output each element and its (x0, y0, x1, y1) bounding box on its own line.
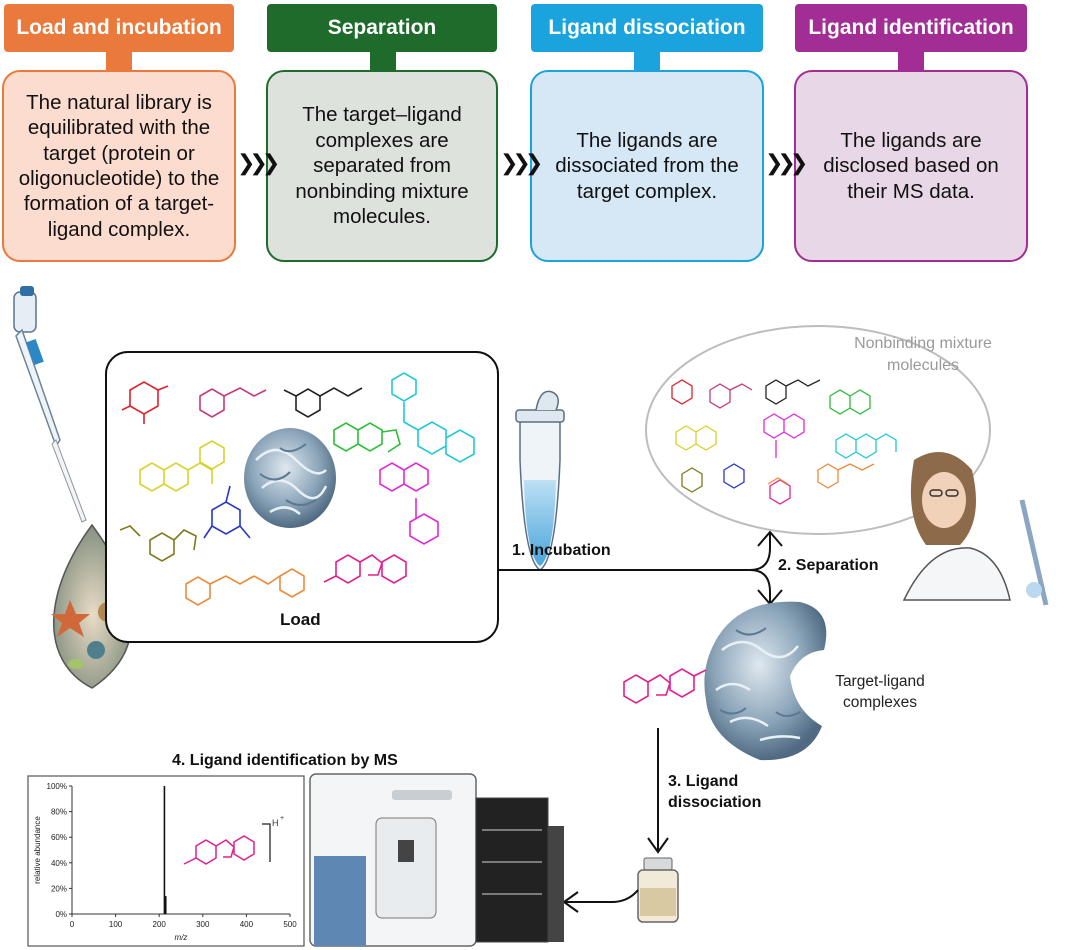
chevron-arrows-1: ❯❯❯ (237, 150, 280, 175)
scientist-icon (902, 452, 1049, 606)
stage-1-text: The natural library is equilibrated with… (18, 90, 220, 241)
separation-label: 2. Separation (778, 557, 879, 574)
complexes-line1: Target-ligand (835, 673, 925, 690)
molecule-magenta (379, 462, 439, 545)
stage-2-text: The target–ligand complexes are separate… (295, 103, 469, 229)
nonbinding-line2: molecules (886, 356, 960, 374)
spectrum-x-tick-label: 100 (109, 920, 123, 929)
spectrum-y-tick-label: 60% (51, 833, 67, 842)
stage-3-header: Ligand dissociation (531, 4, 763, 52)
complexes-label: Target-ligand complexes (820, 672, 940, 714)
ms-title: 4. Ligand identification by MS (172, 752, 398, 769)
stage-1-header: Load and incubation (4, 4, 234, 52)
molecule-olive (119, 525, 197, 562)
molecule-cyan (391, 372, 475, 463)
starfish-icon (51, 600, 90, 637)
stage-3-title: Ligand dissociation (548, 16, 746, 39)
molecule-green (333, 422, 401, 453)
molecule-orange (185, 568, 305, 606)
spectrum-ion-charge: + (280, 815, 284, 822)
spectrum-x-tick-label: 400 (240, 920, 254, 929)
spectrum-y-tick-label: 80% (51, 808, 67, 817)
molecule-blue (203, 485, 251, 539)
molecule-glucoside (121, 381, 169, 424)
ligand-dissociation-line2: dissociation (668, 793, 762, 811)
stage-4-header: Ligand identification (795, 4, 1027, 52)
stage-4-connector (898, 52, 924, 70)
ligand-dissociation-label: 3. Ligand dissociation (668, 772, 761, 814)
molecule-harmine-load (323, 554, 407, 584)
complexes-line2: complexes (842, 693, 918, 711)
spectrum-y-tick-label: 0% (55, 910, 67, 919)
load-label: Load (280, 610, 321, 629)
split-arrow-up (749, 532, 771, 571)
target-protein-icon (244, 428, 336, 528)
mass-spectrum-plot: 0 100 200 300 400 500 0% 20% 40% 60% 80% 100% m/z rel… (33, 782, 297, 942)
spectrum-x-tick-label: 0 (70, 920, 75, 929)
molecule-yellow (139, 440, 225, 492)
stage-2-box: The target–ligand complexes are separate… (266, 70, 498, 262)
spectrum-frame (27, 775, 305, 947)
stage-2-header: Separation (267, 4, 497, 52)
nonbinding-line1: Nonbinding mixture (854, 335, 992, 352)
stage-1-box: The natural library is equilibrated with… (2, 70, 236, 262)
spectrum-y-tick-label: 20% (51, 884, 67, 893)
stage-1-title: Load and incubation (16, 16, 222, 39)
stage-4-box: The ligands are disclosed based on their… (794, 70, 1028, 262)
molecule-ferulic (283, 387, 363, 418)
stage-3-connector (634, 52, 660, 70)
spectrum-ion-label: H (272, 818, 279, 828)
nonbinding-label: Nonbinding mixture molecules (840, 333, 1006, 376)
molecule-harmine-spectrum (183, 823, 271, 865)
molecule-harmine-complex (623, 668, 707, 704)
target-ligand-complex-icon (704, 601, 827, 761)
pipette-icon (13, 286, 87, 523)
stage-4-text: The ligands are disclosed based on their… (823, 128, 999, 203)
spectrum-y-tick-label: 100% (47, 782, 67, 791)
spectrum-x-tick-label: 200 (153, 920, 167, 929)
spectrum-y-tick-label: 40% (51, 859, 67, 868)
spectrum-x-tick-label: 300 (196, 920, 210, 929)
chevron-arrows-2: ❯❯❯ (500, 150, 543, 175)
spectrum-y-label: relative abundance (33, 816, 42, 884)
vial-to-ms-arrow (566, 889, 639, 903)
eppendorf-tube-icon (515, 390, 565, 571)
stage-1-connector (106, 52, 132, 70)
ligand-dissociation-line1: 3. Ligand (668, 773, 739, 790)
stage-2-connector (370, 52, 396, 70)
incubation-label: 1. Incubation (512, 542, 611, 559)
mass-spectrometer-icon (309, 773, 564, 947)
stage-3-box: The ligands are dissociated from the tar… (530, 70, 764, 262)
spectrum-x-label: m/z (175, 933, 188, 942)
split-arrow-down (749, 569, 771, 604)
nonbinding-ellipse (645, 325, 991, 535)
chevron-arrows-3: ❯❯❯ (765, 150, 808, 175)
stage-2-title: Separation (327, 16, 437, 39)
stage-3-text: The ligands are dissociated from the tar… (555, 128, 739, 203)
vial-icon (637, 857, 679, 923)
spectrum-x-tick-label: 500 (283, 920, 297, 929)
stage-4-title: Ligand identification (808, 16, 1014, 39)
